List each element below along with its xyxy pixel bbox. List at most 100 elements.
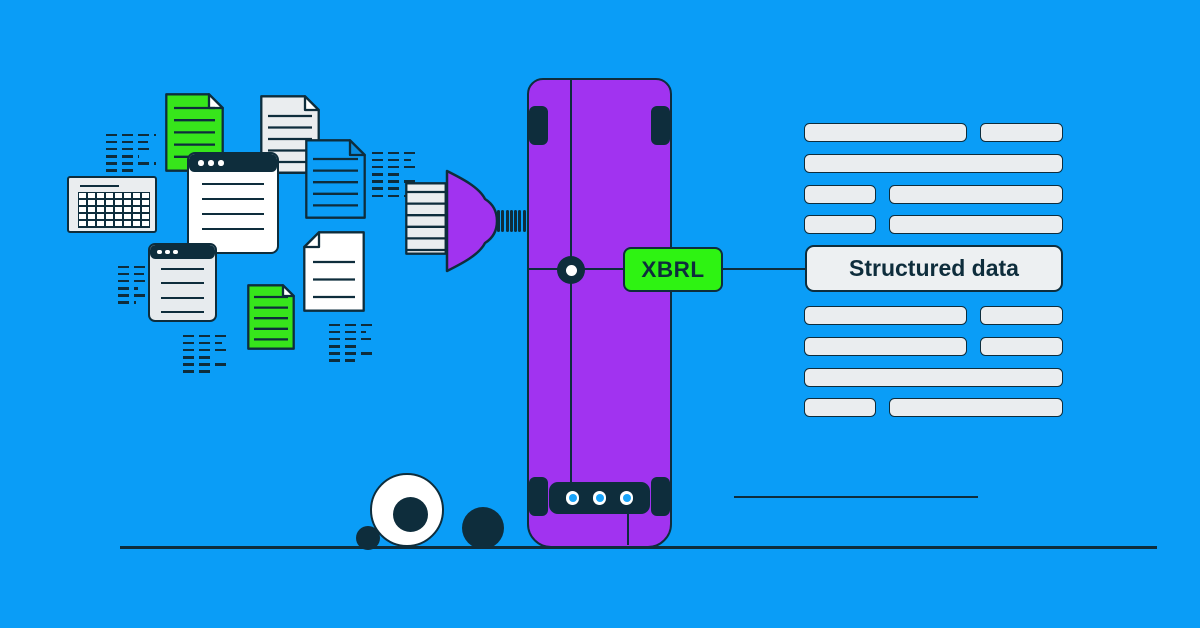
data-bar	[980, 123, 1063, 142]
spreadsheet-cell	[79, 192, 87, 198]
spreadsheet-cell	[132, 213, 141, 220]
window-dot	[165, 249, 170, 255]
spreadsheet-cell	[105, 199, 114, 206]
tower-pad-bottom-right	[651, 477, 670, 516]
window-dot	[157, 249, 162, 255]
text-line	[183, 356, 215, 359]
text-line	[329, 324, 373, 327]
text-line	[118, 280, 148, 283]
data-bar	[804, 306, 967, 325]
spreadsheet-cell	[132, 199, 141, 206]
text-line	[106, 134, 156, 137]
document-green-2-icon	[247, 284, 295, 350]
spreadsheet-cell	[141, 192, 149, 198]
spreadsheet-grid	[78, 191, 150, 228]
data-bar	[804, 184, 876, 204]
text-line	[329, 352, 373, 355]
text-line	[183, 349, 228, 352]
spreadsheet-cell	[96, 206, 105, 213]
spreadsheet-cell	[114, 192, 123, 198]
data-bar	[889, 215, 1063, 235]
text-line	[329, 359, 355, 362]
xbrl-badge: XBRL	[623, 247, 723, 292]
text-line	[202, 183, 264, 186]
data-row	[804, 123, 1063, 142]
funnel-icon	[445, 169, 499, 273]
text-line	[372, 152, 418, 155]
text-line	[202, 212, 264, 216]
browser-window-small	[148, 243, 217, 322]
spreadsheet-cell	[87, 221, 96, 227]
text-line	[372, 159, 411, 162]
text-line	[118, 287, 139, 290]
spreadsheet-cell	[141, 213, 149, 220]
spreadsheet-cell	[105, 206, 114, 213]
spreadsheet-cell	[79, 213, 87, 220]
structured-data-baseline	[734, 496, 978, 499]
coil-bar	[497, 210, 500, 232]
spreadsheet-cell	[79, 206, 87, 213]
text-line	[106, 155, 139, 158]
data-bar	[980, 336, 1063, 356]
spreadsheet-cell	[123, 213, 132, 220]
data-row	[804, 367, 1063, 387]
spreadsheet-cell	[105, 213, 114, 220]
spreadsheet-cell	[96, 199, 105, 206]
text-line	[118, 301, 136, 304]
text-line	[372, 187, 399, 190]
eyelet-dot	[568, 494, 577, 502]
tower-pad-bottom-left	[529, 477, 548, 516]
coil-bar	[514, 210, 518, 232]
text-line	[202, 197, 264, 201]
data-bar	[889, 398, 1063, 418]
spreadsheet-cell	[141, 206, 149, 213]
panel-eyelet	[619, 491, 634, 505]
window-dot	[198, 160, 204, 166]
spreadsheet-cell	[132, 206, 141, 213]
eyelet-dot	[622, 494, 631, 502]
text-line	[372, 180, 418, 183]
text-line	[106, 141, 148, 144]
spreadsheet-cell	[79, 199, 87, 206]
window-dot	[218, 160, 224, 166]
data-row	[804, 215, 1063, 235]
text-line	[183, 370, 211, 373]
data-bar	[804, 215, 876, 235]
spreadsheet-cell	[105, 192, 114, 198]
text-line	[372, 166, 416, 169]
text-line	[202, 227, 264, 231]
browser-window-large	[187, 152, 279, 254]
tower-pad-top-left	[529, 106, 548, 145]
spreadsheet-cell	[96, 213, 105, 220]
browser-titlebar	[150, 245, 215, 259]
spreadsheet-cell	[87, 206, 96, 213]
spreadsheet-cell	[141, 221, 149, 227]
spreadsheet-cell	[123, 206, 132, 213]
spreadsheet-cell	[132, 192, 141, 198]
text-line	[372, 194, 414, 197]
wheel-large-icon	[370, 473, 444, 547]
document-blue-icon	[305, 139, 366, 219]
text-line	[161, 267, 204, 270]
text-line	[161, 296, 204, 299]
text-line	[106, 162, 156, 165]
window-dots	[190, 160, 224, 166]
spreadsheet-cell	[141, 199, 149, 206]
browser-content	[150, 259, 215, 314]
window-dot	[173, 249, 178, 255]
data-row	[804, 153, 1063, 173]
spreadsheet-cell	[114, 221, 123, 227]
document-white-icon	[303, 231, 365, 312]
text-line	[106, 148, 154, 151]
window-dot	[208, 160, 214, 166]
text-line	[329, 345, 359, 348]
panel-eyelet	[592, 491, 607, 505]
node-core	[565, 264, 577, 276]
spreadsheet-cell	[114, 213, 123, 220]
structured-rows-bottom	[804, 306, 1063, 418]
data-bar	[980, 306, 1063, 325]
coil-bar	[505, 210, 509, 232]
coil-bar	[518, 210, 522, 232]
data-bar	[804, 336, 967, 356]
